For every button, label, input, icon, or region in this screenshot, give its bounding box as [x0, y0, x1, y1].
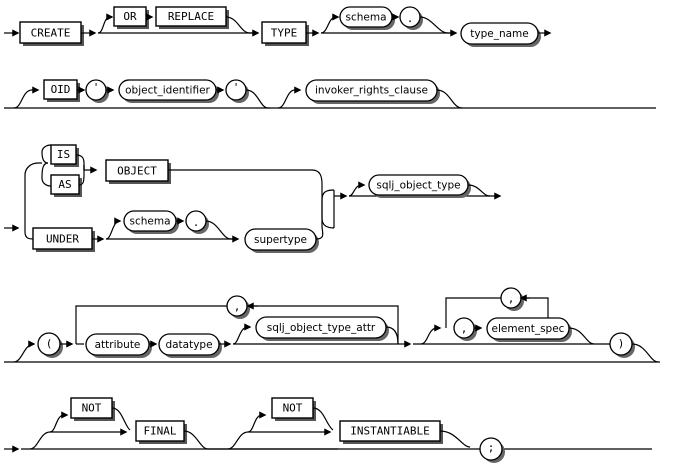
row-4-group: ( , attribute datatype sqlj_object_type_… [4, 287, 660, 363]
nonterminal-type-name: type_name [470, 28, 528, 40]
keyword-under: UNDER [46, 233, 79, 246]
punctuation-comma-sep: , [461, 322, 468, 335]
nonterminal-schema-2: schema [129, 216, 170, 228]
keyword-object: OBJECT [117, 165, 157, 178]
keyword-type: TYPE [271, 27, 298, 40]
punctuation-dot: . [407, 12, 414, 25]
keyword-create: CREATE [31, 27, 71, 40]
punctuation-dot-2: . [193, 216, 200, 229]
nonterminal-invoker-rights-clause: invoker_rights_clause [315, 85, 428, 97]
keyword-replace: REPLACE [168, 10, 214, 23]
punctuation-comma-loop-2: , [508, 292, 515, 305]
nonterminal-supertype: supertype [254, 234, 307, 246]
keyword-or: OR [123, 10, 137, 23]
nonterminal-schema: schema [345, 12, 386, 24]
keyword-not-2: NOT [283, 402, 303, 415]
nonterminal-attribute: attribute [95, 339, 141, 351]
keyword-oid: OID [51, 83, 71, 96]
row-3-group: IS AS OBJECT UNDER schema . [4, 144, 502, 253]
row-2-group: OID ' object_identifier ' invoker_rights… [4, 79, 656, 109]
punctuation-rparen: ) [618, 337, 625, 350]
nonterminal-datatype: datatype [165, 339, 212, 351]
punctuation-semicolon: ; [488, 441, 495, 454]
punctuation-quote-open: ' [93, 81, 100, 94]
keyword-not-1: NOT [82, 402, 102, 415]
row-1-group: CREATE OR REPLACE TYPE schema [4, 6, 552, 47]
nonterminal-object-identifier: object_identifier [125, 85, 210, 97]
keyword-final: FINAL [143, 425, 176, 438]
keyword-as: AS [58, 178, 71, 191]
punctuation-lparen: ( [46, 337, 53, 350]
nonterminal-sqlj-object-type-attr: sqlj_object_type_attr [267, 322, 376, 334]
row-5-group: NOT FINAL NOT INSTANTIABLE ; [4, 397, 652, 463]
punctuation-comma-loop-1: , [234, 300, 241, 313]
nonterminal-element-spec: element_spec [492, 323, 565, 335]
keyword-is: IS [57, 148, 70, 161]
keyword-instantiable: INSTANTIABLE [350, 425, 429, 438]
punctuation-quote-close: ' [233, 81, 240, 94]
nonterminal-sqlj-object-type: sqlj_object_type [376, 180, 460, 192]
